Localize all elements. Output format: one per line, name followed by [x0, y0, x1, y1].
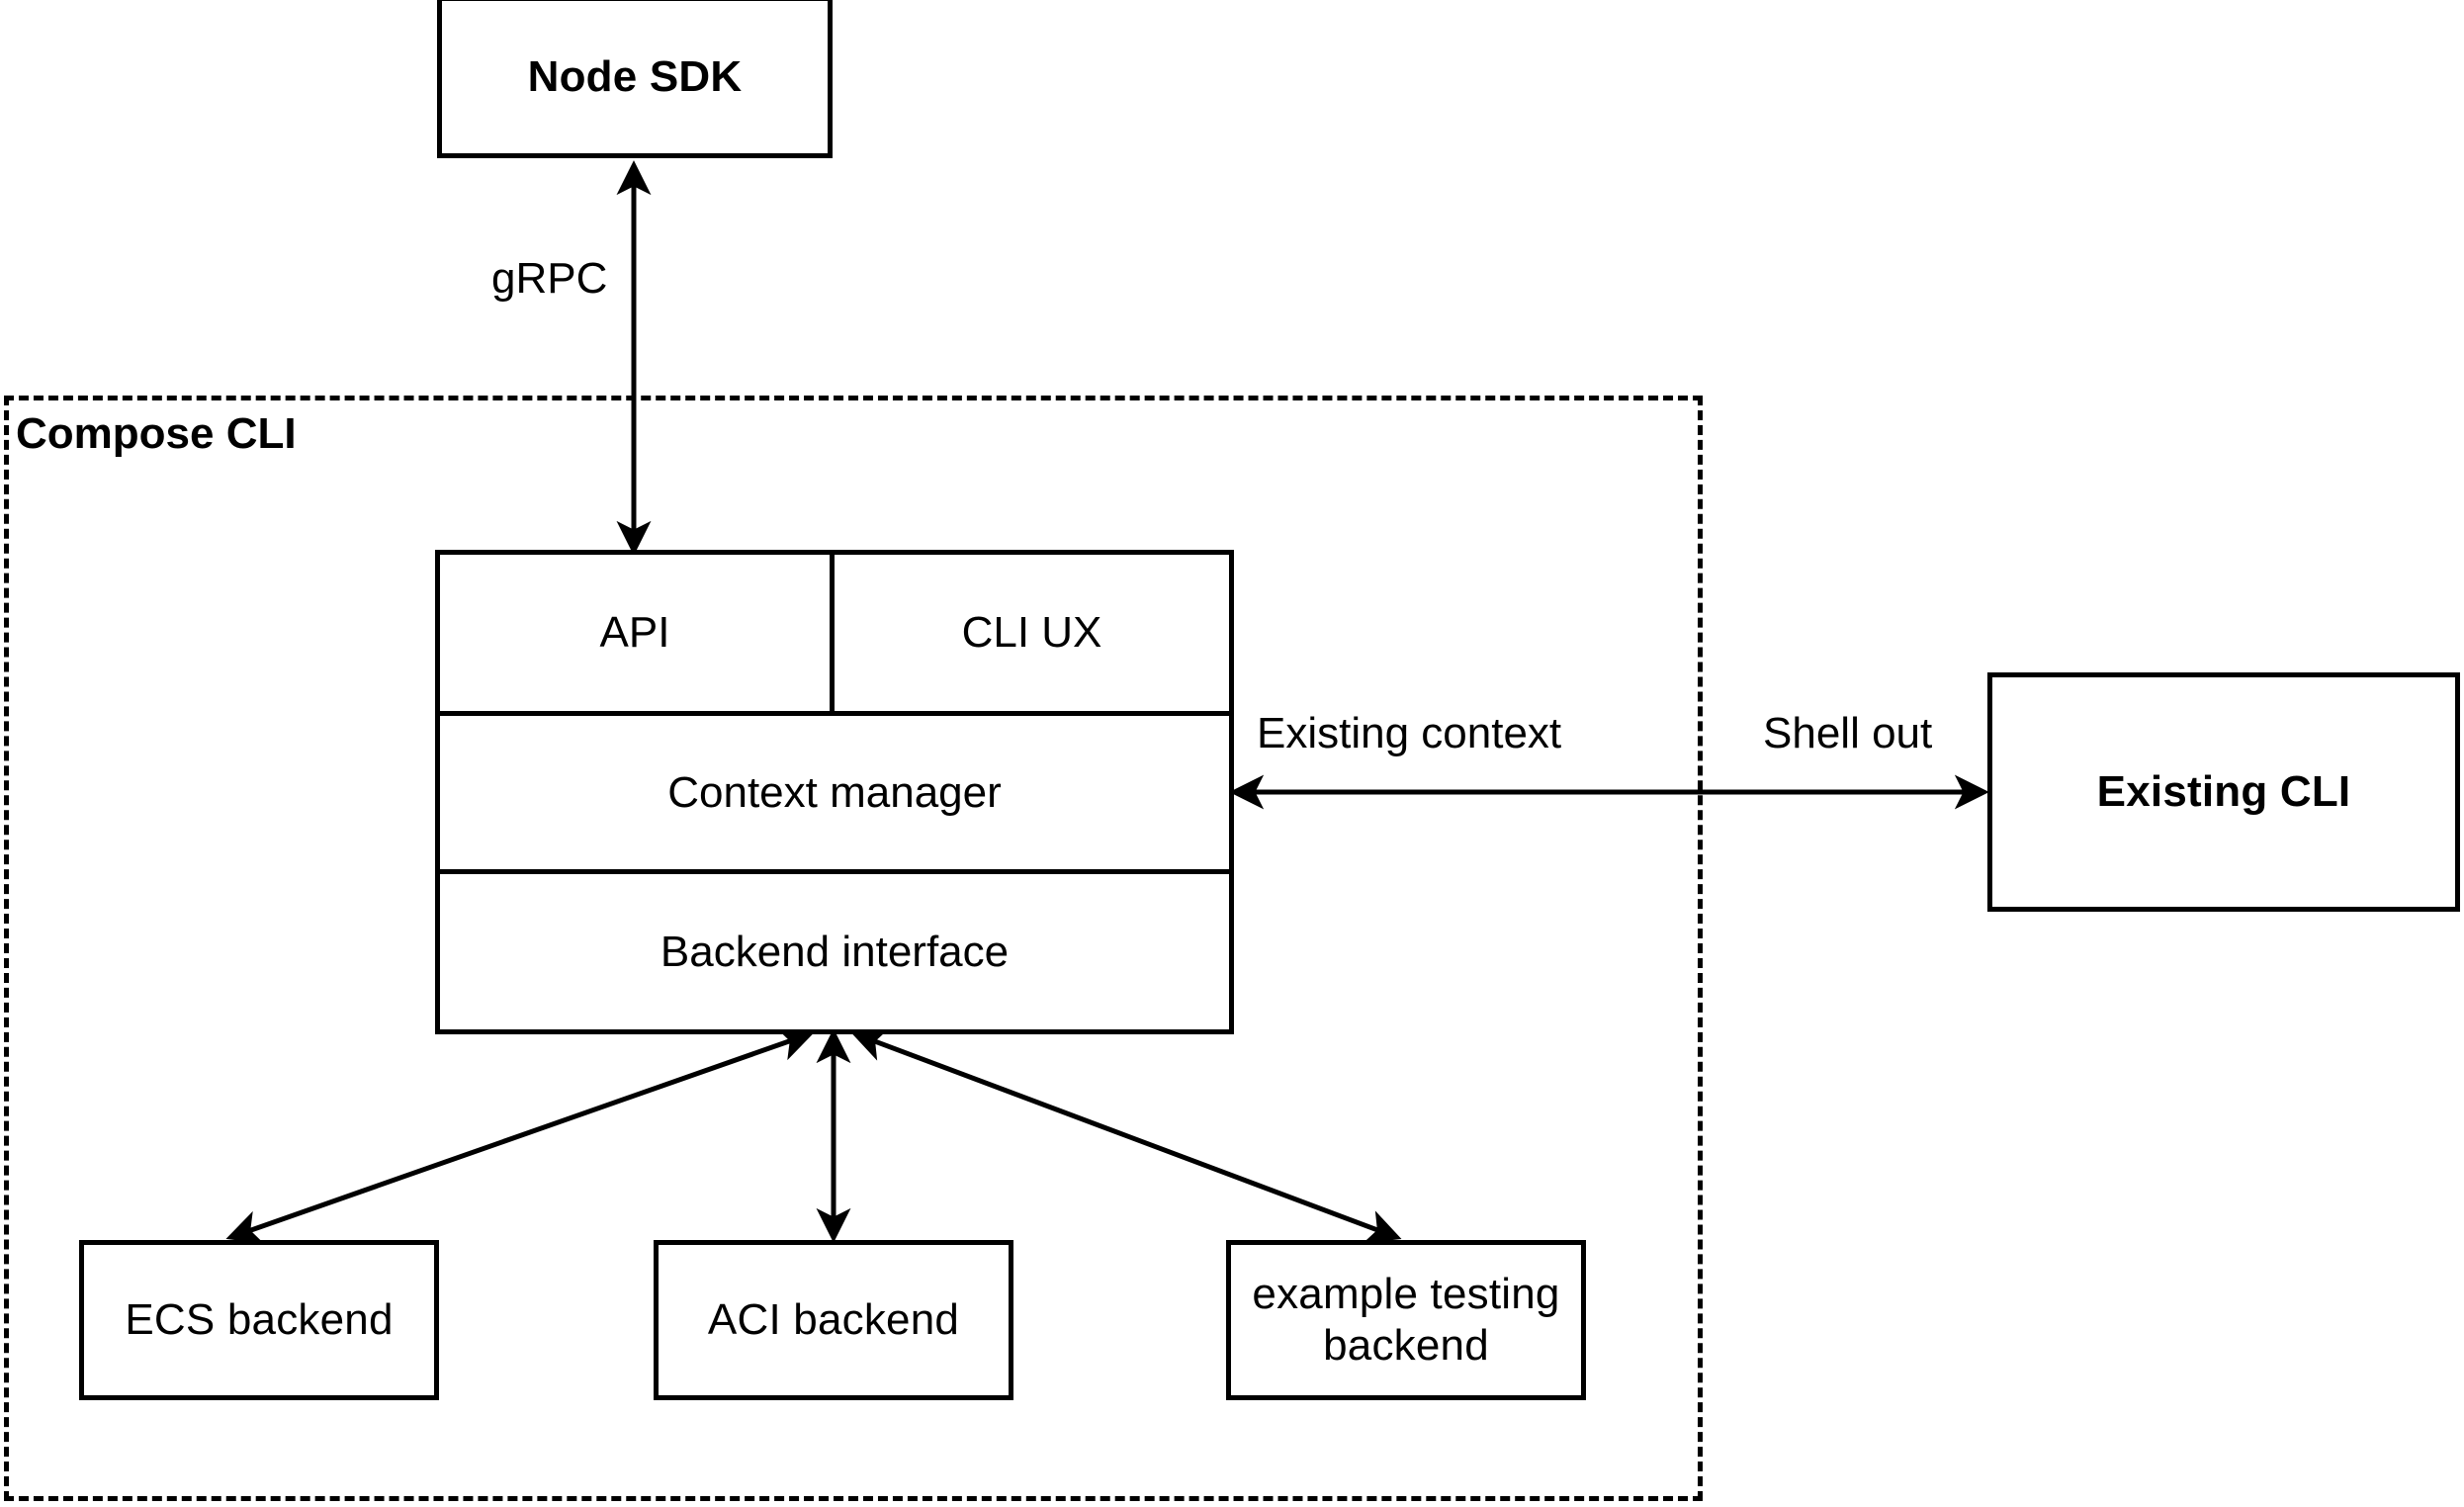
stack-row-api-cliux: API CLI UX	[440, 555, 1229, 716]
stack-row-context-manager: Context manager	[440, 716, 1229, 874]
ecs-backend-label: ECS backend	[125, 1295, 394, 1345]
stack-cell-cli-ux[interactable]: CLI UX	[835, 555, 1229, 711]
grpc-edge-label: gRPC	[491, 254, 608, 303]
aci-backend-box[interactable]: ACI backend	[654, 1240, 1013, 1400]
backend-interface-label: Backend interface	[660, 927, 1010, 976]
existing-cli-box[interactable]: Existing CLI	[1987, 672, 2460, 912]
edge-backend-example-testing	[850, 1027, 1402, 1244]
example-testing-backend-box[interactable]: example testing backend	[1226, 1240, 1586, 1400]
cli-ux-label: CLI UX	[961, 608, 1102, 658]
stack-cell-api[interactable]: API	[440, 555, 835, 711]
stack-cell-backend-interface[interactable]: Backend interface	[440, 874, 1229, 1029]
edge-backend-ecs	[225, 1027, 815, 1244]
example-testing-backend-label: example testing backend	[1252, 1270, 1560, 1370]
compose-cli-group-label: Compose CLI	[16, 409, 297, 458]
shell-out-edge-label: Shell out	[1763, 709, 1933, 757]
compose-cli-stack: API CLI UX Context manager Backend inter…	[435, 550, 1234, 1034]
context-manager-label: Context manager	[667, 767, 1002, 817]
node-sdk-label: Node SDK	[527, 52, 743, 102]
node-sdk-box[interactable]: Node SDK	[437, 0, 833, 158]
api-label: API	[599, 608, 670, 658]
compose-cli-group	[4, 396, 1703, 1501]
ecs-backend-box[interactable]: ECS backend	[79, 1240, 439, 1400]
existing-cli-label: Existing CLI	[2096, 767, 2351, 817]
existing-context-edge-label: Existing context	[1257, 709, 1562, 757]
stack-row-backend-interface: Backend interface	[440, 874, 1229, 1029]
aci-backend-label: ACI backend	[707, 1295, 960, 1345]
stack-cell-context-manager[interactable]: Context manager	[440, 716, 1229, 869]
